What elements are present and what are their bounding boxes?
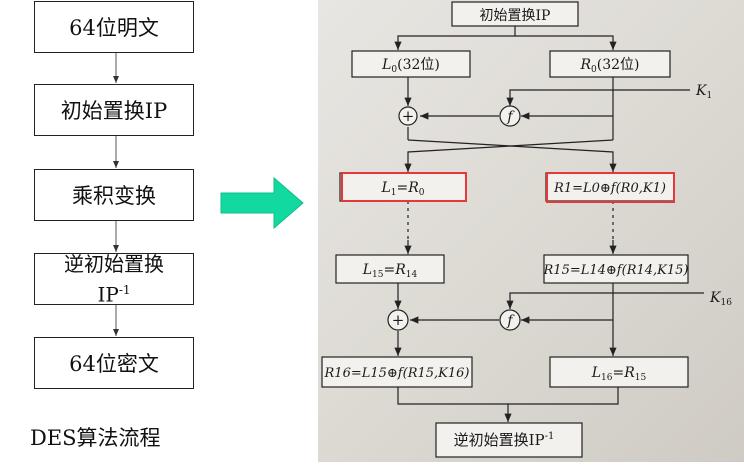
box-round16-left: [321, 356, 473, 388]
flow-step-label-line2: IP-1: [97, 282, 131, 307]
box-round15-left: [335, 254, 445, 284]
flow-step-plaintext: 64位明文: [34, 1, 194, 53]
highlight-round1-left: [341, 172, 467, 202]
flow-step-initial-permutation: 初始置换IP: [34, 84, 194, 136]
label-round15-right: R15=L14⊕f(R14,K15): [543, 263, 689, 278]
box-round15-right: [543, 254, 689, 284]
connector: [397, 387, 512, 422]
xor-symbol-icon: [387, 309, 409, 331]
connector: [407, 139, 617, 172]
highlight-round1-right: [546, 172, 675, 203]
flow-step-label: 乘积变换: [72, 184, 156, 208]
flow-step-label: 64位密文: [69, 352, 159, 376]
f-label: f: [506, 109, 515, 125]
left-flow-connectors: [113, 53, 304, 336]
flow-step-product-transform: 乘积变换: [34, 169, 194, 221]
flow-step-label: 64位明文: [69, 16, 159, 40]
box-r0: [549, 50, 671, 78]
connector: [506, 89, 690, 106]
box-l0: [351, 50, 471, 78]
label-initial-permutation: 初始置换IP: [480, 7, 551, 24]
label-k16: K16: [709, 290, 732, 308]
connector: [506, 292, 704, 309]
label-l0: L0(32位): [381, 57, 440, 75]
xor-label: +: [392, 311, 405, 329]
f-function-icon: [499, 105, 521, 127]
label-round16-right: L16=R15: [591, 365, 647, 383]
connector: [515, 35, 617, 50]
label-round1-left: L1=R0: [380, 180, 424, 198]
label-k1: K1: [695, 83, 712, 101]
flow-step-inverse-permutation: 逆初始置换 IP-1: [34, 251, 194, 307]
flow-step-label: 初始置换IP: [60, 99, 168, 123]
des-round-diagram: 初始置换IP L0(32位) R0(32位) K1 + f + f L1=R0 …: [321, 1, 732, 458]
box-inverse-permutation: [435, 422, 583, 458]
connector: [508, 387, 619, 405]
flow-step-label-line1: 逆初始置换: [64, 251, 164, 276]
label-r0: R0(32位): [579, 57, 639, 75]
label-inverse-permutation: 逆初始置换IP-1: [454, 431, 555, 449]
box-round16-right: [549, 356, 689, 388]
label-round15-left: L15=R14: [362, 262, 418, 280]
diagram-caption: DES算法流程: [30, 426, 161, 450]
connector: [394, 26, 516, 50]
expand-arrow-icon: [220, 176, 304, 230]
f-function-icon: [499, 309, 521, 331]
des-detail-photo: 初始置换IP L0(32位) R0(32位) K1 + f + f L1=R0 …: [318, 0, 744, 462]
label-round16-left: R16=L15⊕f(R15,K16): [324, 366, 470, 381]
xor-label: +: [402, 107, 415, 125]
xor-symbol-icon: [398, 106, 418, 126]
flow-step-ciphertext: 64位密文: [34, 337, 194, 389]
f-label: f: [506, 313, 515, 329]
connector: [404, 139, 614, 172]
label-round1-right: R1=L0⊕f(R0,K1): [553, 181, 666, 196]
